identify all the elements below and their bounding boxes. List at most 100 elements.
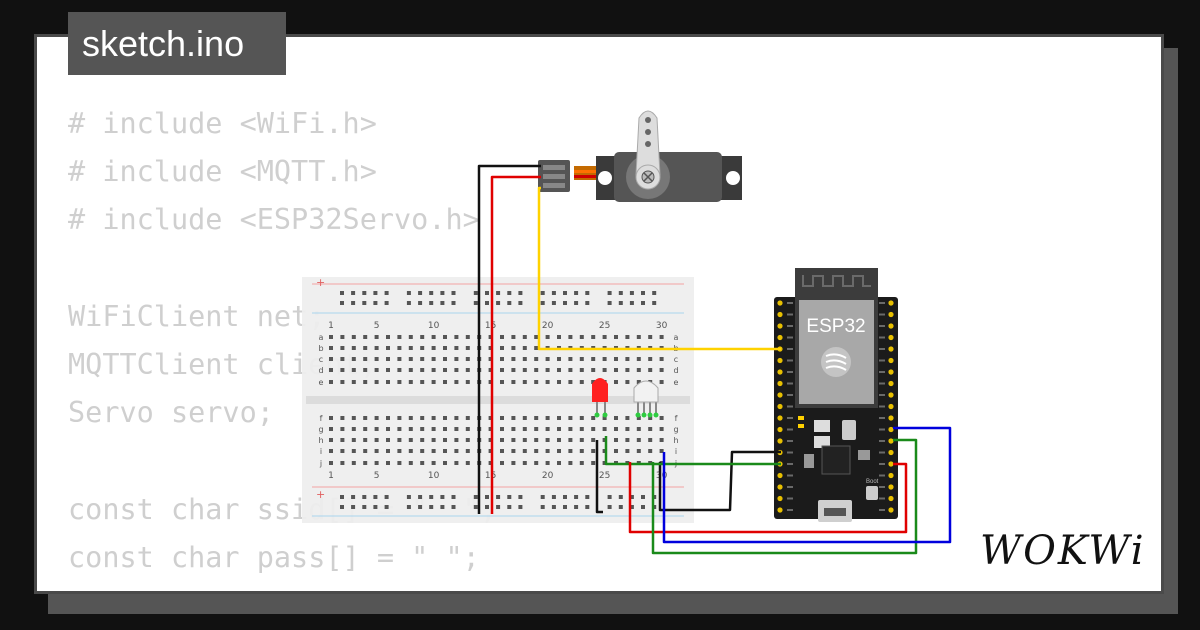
rail-hole[interactable] (340, 495, 344, 499)
breadboard-hole[interactable] (534, 346, 539, 350)
breadboard-hole[interactable] (465, 368, 470, 372)
rail-hole[interactable] (629, 291, 634, 295)
breadboard-hole[interactable] (465, 449, 470, 453)
breadboard-hole[interactable] (374, 427, 379, 431)
breadboard-hole[interactable] (500, 335, 504, 339)
breadboard-hole[interactable] (602, 461, 607, 465)
breadboard-hole[interactable] (614, 335, 618, 339)
rail-hole[interactable] (518, 505, 523, 509)
breadboard-hole[interactable] (591, 335, 596, 339)
breadboard-hole[interactable] (386, 449, 390, 453)
rail-hole[interactable] (373, 291, 378, 295)
breadboard-hole[interactable] (602, 335, 607, 339)
esp32-pin[interactable] (777, 438, 783, 444)
breadboard-hole[interactable] (454, 449, 459, 453)
breadboard-hole[interactable] (534, 438, 539, 442)
breadboard-hole[interactable] (500, 438, 504, 442)
breadboard-hole[interactable] (329, 427, 333, 431)
rail-hole[interactable] (507, 301, 512, 305)
rail-hole[interactable] (340, 291, 344, 295)
rail-hole[interactable] (351, 505, 356, 509)
rail-hole[interactable] (496, 301, 501, 305)
rail-hole[interactable] (563, 291, 567, 295)
breadboard-hole[interactable] (602, 357, 607, 361)
rail-hole[interactable] (373, 301, 378, 305)
breadboard-hole[interactable] (579, 438, 584, 442)
esp32-pin[interactable] (888, 507, 894, 513)
breadboard-hole[interactable] (488, 346, 493, 350)
breadboard-hole[interactable] (454, 368, 459, 372)
breadboard-hole[interactable] (534, 357, 539, 361)
breadboard-hole[interactable] (591, 427, 596, 431)
esp32-pin[interactable] (888, 369, 894, 375)
rail-hole[interactable] (373, 505, 378, 509)
rail-hole[interactable] (406, 505, 411, 509)
esp32-pin[interactable] (777, 300, 783, 306)
wire-green-esp[interactable] (651, 438, 918, 555)
rail-hole[interactable] (641, 495, 645, 499)
breadboard-hole[interactable] (443, 368, 447, 372)
rail-hole[interactable] (384, 301, 389, 305)
breadboard-hole[interactable] (329, 357, 333, 361)
wire-green-led[interactable] (604, 436, 781, 466)
breadboard-hole[interactable] (351, 357, 356, 361)
breadboard-hole[interactable] (431, 368, 436, 372)
breadboard-hole[interactable] (625, 380, 630, 384)
breadboard-hole[interactable] (511, 461, 516, 465)
breadboard-hole[interactable] (511, 335, 516, 339)
rail-hole[interactable] (507, 495, 512, 499)
breadboard-hole[interactable] (488, 461, 493, 465)
breadboard-hole[interactable] (545, 449, 550, 453)
esp32-pin[interactable] (888, 438, 894, 444)
wire-red-3v3[interactable] (628, 462, 908, 534)
breadboard-hole[interactable] (408, 357, 413, 361)
breadboard-hole[interactable] (511, 380, 516, 384)
breadboard-hole[interactable] (500, 416, 504, 420)
boot-button[interactable] (866, 486, 878, 500)
rail-hole[interactable] (384, 505, 389, 509)
breadboard-hole[interactable] (397, 357, 402, 361)
breadboard-hole[interactable] (500, 368, 504, 372)
breadboard-hole[interactable] (511, 427, 516, 431)
breadboard-hole[interactable] (602, 427, 607, 431)
breadboard-hole[interactable] (625, 449, 630, 453)
breadboard-hole[interactable] (363, 368, 368, 372)
rail-hole[interactable] (607, 301, 612, 305)
breadboard-hole[interactable] (465, 346, 470, 350)
rail-hole[interactable] (406, 495, 411, 499)
breadboard-hole[interactable] (408, 346, 413, 350)
breadboard-hole[interactable] (374, 416, 379, 420)
rail-hole[interactable] (618, 301, 623, 305)
rail-hole[interactable] (540, 505, 545, 509)
breadboard-hole[interactable] (329, 346, 333, 350)
breadboard-hole[interactable] (488, 416, 493, 420)
breadboard-hole[interactable] (522, 416, 527, 420)
rail-hole[interactable] (540, 301, 545, 305)
breadboard-hole[interactable] (511, 438, 516, 442)
breadboard-hole[interactable] (397, 416, 402, 420)
rail-hole[interactable] (384, 495, 389, 499)
breadboard-hole[interactable] (329, 380, 333, 384)
file-tab[interactable]: sketch.ino (68, 12, 286, 75)
breadboard-hole[interactable] (614, 357, 618, 361)
breadboard-hole[interactable] (591, 368, 596, 372)
breadboard-hole[interactable] (614, 380, 618, 384)
breadboard-hole[interactable] (386, 461, 390, 465)
rail-hole[interactable] (451, 291, 456, 295)
breadboard-hole[interactable] (500, 357, 504, 361)
rail-hole[interactable] (518, 291, 523, 295)
breadboard-hole[interactable] (374, 380, 379, 384)
rail-hole[interactable] (429, 291, 434, 295)
rail-hole[interactable] (585, 291, 590, 295)
breadboard-hole[interactable] (511, 449, 516, 453)
breadboard-hole[interactable] (648, 449, 653, 453)
rail-hole[interactable] (641, 505, 645, 509)
breadboard-hole[interactable] (591, 380, 596, 384)
breadboard-hole[interactable] (408, 427, 413, 431)
rail-hole[interactable] (629, 301, 634, 305)
breadboard-hole[interactable] (602, 438, 607, 442)
breadboard-hole[interactable] (648, 427, 653, 431)
rail-hole[interactable] (485, 505, 489, 509)
breadboard-hole[interactable] (340, 416, 345, 420)
